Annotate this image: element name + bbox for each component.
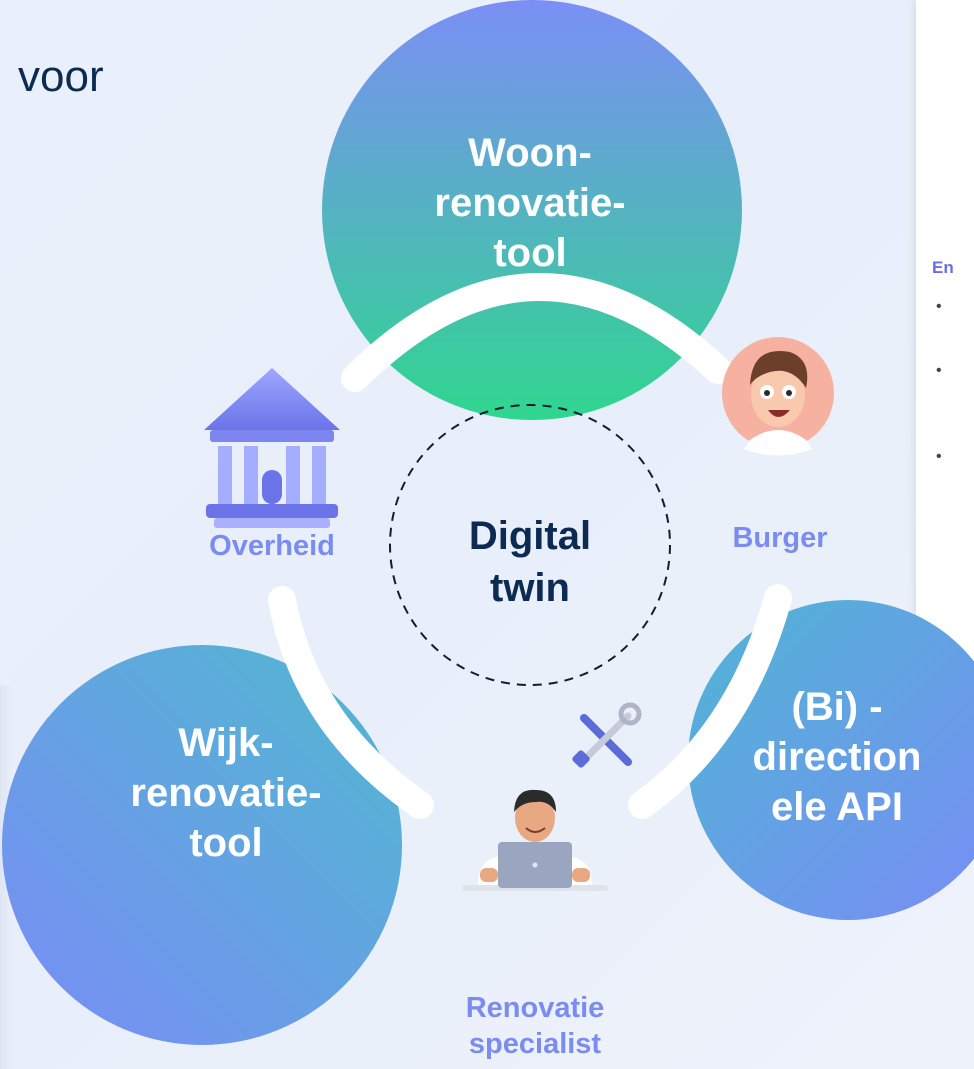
woon-label-line3: tool (493, 231, 567, 275)
api-label: (Bi) - direction ele API (710, 682, 964, 832)
wijk-label-line2: renovatie- (130, 771, 322, 815)
side-panel-heading: En (932, 258, 954, 277)
specialist-label-line2: specialist (468, 1028, 602, 1060)
api-label-line2: direction (752, 735, 922, 779)
side-panel (916, 0, 974, 676)
arc-left (268, 586, 434, 819)
wijk-renovatie-label: Wijk- renovatie- tool (96, 718, 356, 868)
overheid-label: Overheid (209, 530, 335, 562)
side-bullet-1: • (936, 298, 942, 315)
digital-twin-line2: twin (490, 566, 570, 610)
wijk-label-line3: tool (189, 821, 263, 865)
wijk-label-line1: Wijk- (178, 721, 274, 765)
arc-right (628, 584, 792, 819)
wijk-renovatie-circle (2, 645, 402, 1045)
specialist-label-line1: Renovatie (465, 992, 605, 1024)
digital-twin-dashed-circle (389, 404, 671, 686)
digital-twin-line1: Digital (468, 514, 592, 558)
woon-renovatie-label: Woon- renovatie- tool (400, 128, 660, 278)
woon-label-line1: Woon- (468, 131, 592, 175)
side-bullet-2: • (936, 362, 942, 379)
government-building-icon (204, 368, 340, 528)
digital-twin-label: Digital twin (430, 510, 630, 614)
side-bullet-3: • (936, 448, 942, 465)
renovation-specialist-icon (462, 789, 608, 891)
arc-top (341, 273, 732, 392)
citizen-avatar-icon (722, 337, 834, 456)
woon-label-line2: renovatie- (434, 181, 626, 225)
api-label-line3: ele API (771, 785, 903, 829)
burger-label: Burger (732, 522, 828, 554)
tools-icon (572, 702, 642, 768)
specialist-label: Renovatie specialist (430, 990, 640, 1062)
page-title-fragment: voor (18, 52, 104, 101)
api-label-line1: (Bi) - (791, 685, 883, 729)
